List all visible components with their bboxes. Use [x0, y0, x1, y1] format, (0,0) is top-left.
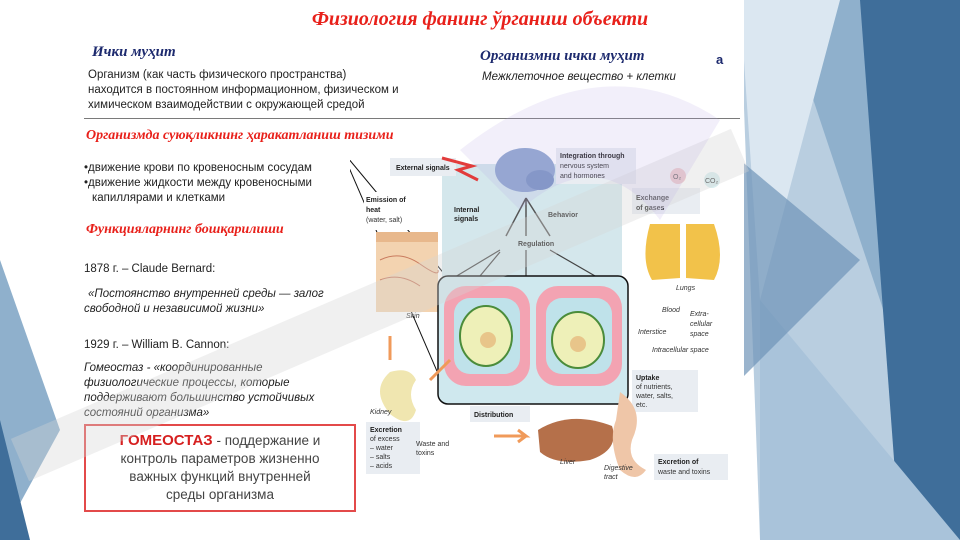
internal-signals-label-2: signals — [454, 216, 478, 223]
cannon-quote-4: состояний организма» — [84, 407, 210, 419]
movement-bullet-3: капиллярами и клетками — [92, 192, 226, 204]
integration-label-3: and hormones — [560, 173, 605, 180]
waste-label-1: Waste and — [416, 441, 449, 448]
interstice-label: Interstice — [638, 329, 667, 336]
behavior-label: Behavior — [548, 212, 578, 219]
co2-bubble — [704, 172, 720, 188]
integration-label-1: Integration through — [560, 153, 625, 160]
skin-label: Skin — [406, 313, 420, 320]
homeostasis-line-1: контроль параметров жизненно — [120, 451, 320, 466]
regulation-label: Regulation — [518, 241, 554, 248]
cannon-quote-1: Гомеостаз - «координированные — [84, 362, 263, 374]
right-text: Межклеточное вещество + клетки — [482, 71, 676, 83]
cannon-quote-3: поддерживают большинство устойчивых — [84, 392, 315, 404]
internal-signals-label-1: Internal — [454, 207, 479, 214]
o2-label: O₂ — [673, 174, 681, 181]
liver-label: Liver — [560, 459, 576, 466]
homeostasis-diagram: External signals Integration through ner… — [350, 148, 728, 481]
homeostasis-term: ГОМЕОСТАЗ — [119, 432, 213, 449]
regulation-heading: Функцияларнинг бошқарилиши — [86, 222, 284, 237]
right-heading: Организмни ички муҳит — [480, 48, 645, 64]
extracellular-label-3: space — [690, 331, 709, 338]
right-heading-suffix: а — [716, 52, 724, 67]
uptake-label-4: etc. — [636, 402, 647, 409]
movement-bullet-2: •движение жидкости между кровеносными — [84, 177, 312, 189]
left-text-3: химическом взаимодействии с окружающей с… — [88, 99, 365, 111]
distribution-label: Distribution — [474, 412, 513, 419]
external-signals-label: External signals — [396, 165, 450, 172]
integration-label-2: nervous system — [560, 163, 609, 170]
uptake-label-1: Uptake — [636, 375, 659, 382]
emission-label-1: Emission of — [366, 197, 406, 204]
left-heading: Ички муҳит — [92, 44, 176, 60]
digestive-illustration — [612, 392, 646, 477]
left-text-1: Организм (как часть физического простран… — [88, 69, 347, 81]
digestive-label-2: tract — [604, 474, 619, 481]
left-text-2: находится в постоянном информационном, ф… — [88, 84, 399, 96]
intracellular-label: Intracellular space — [652, 347, 709, 354]
uptake-label-2: of nutrients, — [636, 384, 673, 391]
movement-bullet-1: •движение крови по кровеносным сосудам — [84, 162, 312, 174]
excretion-left-4: – salts — [370, 454, 391, 461]
bernard-year: 1878 г. – Claude Bernard: — [84, 263, 216, 275]
divider — [84, 118, 740, 119]
digestive-label-1: Digestive — [604, 465, 633, 472]
bernard-quote-2: свободной и независимой жизни» — [84, 303, 265, 315]
homeostasis-rest: - поддержание и — [212, 433, 321, 448]
extracellular-label-2: cellular — [690, 321, 713, 328]
waste-label-2: toxins — [416, 450, 435, 457]
bernard-quote-1: «Постоянство внутренней среды — залог — [88, 288, 324, 300]
liver-illustration — [538, 418, 614, 462]
excretion-left-1: Excretion — [370, 427, 402, 434]
co2-label: CO₂ — [705, 178, 719, 185]
blood-label: Blood — [662, 307, 681, 314]
skin-illustration — [376, 232, 438, 312]
excretion-left-3: – water — [370, 445, 394, 452]
lungs-label: Lungs — [676, 285, 696, 292]
homeostasis-line-3: среды организма — [166, 487, 274, 502]
movement-heading: Организмда суюқликнинг ҳаракатланиш тизи… — [86, 128, 394, 143]
exchange-label-2: of gases — [636, 205, 665, 212]
excretion-left-2: of excess — [370, 436, 400, 443]
cannon-quote-2: физиологические процессы, которые — [84, 377, 290, 389]
excretion-right-2: waste and toxins — [657, 469, 711, 476]
slide-title: Физиология фанинг ўрганиш объекти — [311, 8, 649, 30]
excretion-left-5: – acids — [370, 463, 393, 470]
o2-bubble — [670, 168, 686, 184]
excretion-right-1: Excretion of — [658, 459, 699, 466]
emission-label-3: (water, salt) — [366, 217, 402, 224]
cannon-year: 1929 г. – William B. Cannon: — [84, 339, 230, 351]
extracellular-label-1: Extra- — [690, 311, 709, 318]
homeostasis-box: ГОМЕОСТАЗ - поддержание и контроль парам… — [84, 424, 356, 512]
kidney-label: Kidney — [370, 409, 392, 416]
emission-label-2: heat — [366, 207, 381, 214]
kidney-illustration — [380, 370, 416, 422]
homeostasis-line-2: важных функций внутренней — [129, 469, 311, 484]
lungs-illustration — [645, 224, 680, 280]
exchange-label-1: Exchange — [636, 195, 669, 202]
uptake-label-3: water, salts, — [635, 393, 673, 400]
